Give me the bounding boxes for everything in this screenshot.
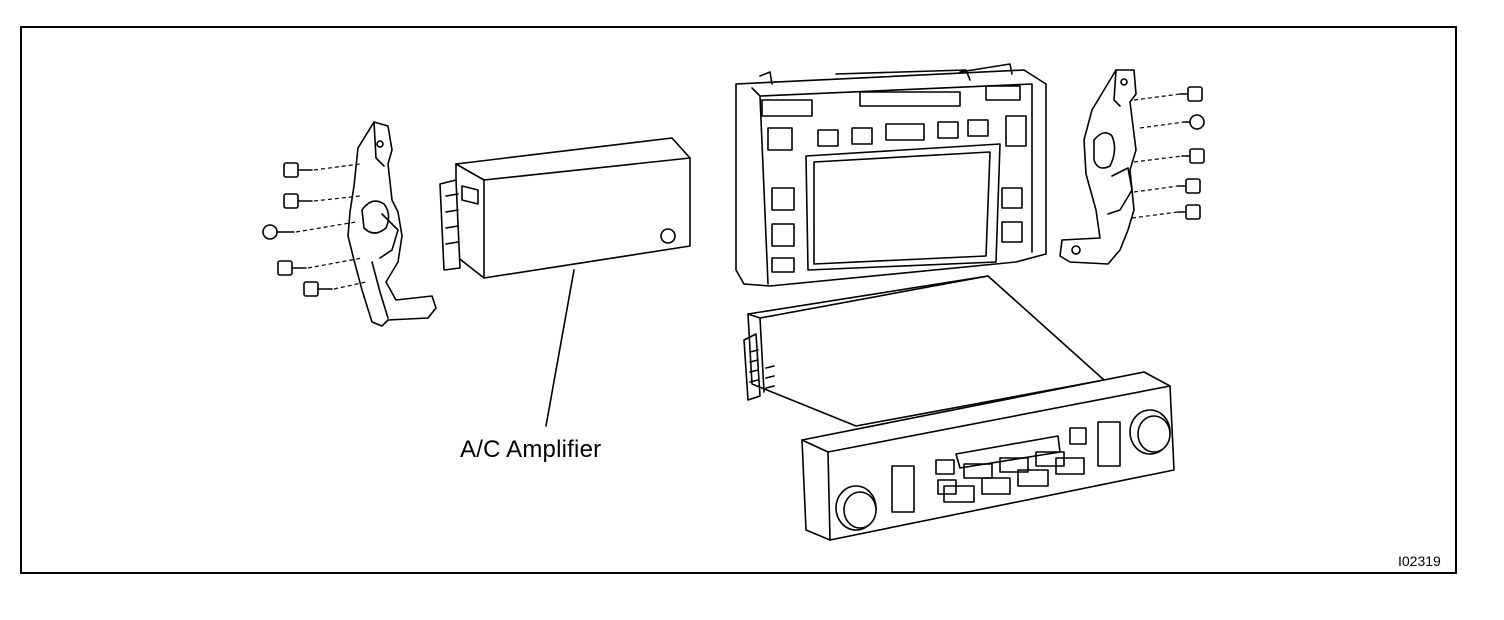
ac-amplifier-label: A/C Amplifier xyxy=(460,436,602,463)
bolt-icon xyxy=(277,257,363,276)
right-bolts xyxy=(1131,86,1205,220)
screw-icon xyxy=(1139,114,1205,130)
knob-icon xyxy=(1129,409,1171,455)
ac-control-panel-unit xyxy=(743,275,1175,541)
knob-icon xyxy=(835,485,877,531)
callout-leader-line xyxy=(545,269,575,427)
bolt-icon xyxy=(1131,204,1201,220)
figure-id: I02319 xyxy=(1398,553,1441,569)
ac-amplifier-box xyxy=(439,137,691,279)
left-bolts xyxy=(262,162,367,297)
bolt-icon xyxy=(1133,148,1205,164)
figure-frame xyxy=(20,26,1457,574)
center-bezel-frame xyxy=(735,63,1047,287)
bolt-icon xyxy=(1133,86,1203,102)
screw-icon xyxy=(262,221,357,240)
bolt-icon xyxy=(283,193,361,209)
bolt-icon xyxy=(303,281,367,297)
bolt-icon xyxy=(283,162,361,178)
left-mounting-bracket xyxy=(347,121,437,327)
right-mounting-bracket xyxy=(1059,69,1137,265)
bolt-icon xyxy=(1133,178,1201,194)
